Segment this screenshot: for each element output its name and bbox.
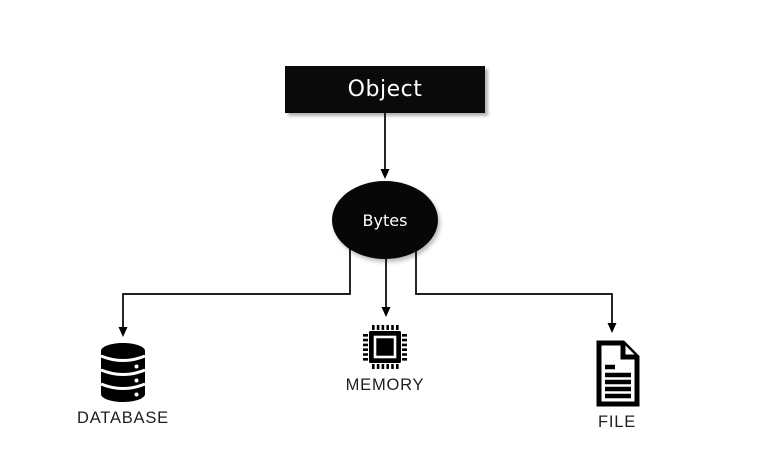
arrowhead-bytes-to-file [607,323,617,333]
target-file-label: FILE [597,413,637,431]
memory-chip-icon [363,325,407,369]
target-database: DATABASE [50,342,196,428]
target-memory: MEMORY [315,321,455,395]
node-bytes: Bytes [332,181,438,259]
node-object-label: Object [347,77,423,102]
target-memory-label: MEMORY [345,376,425,394]
node-bytes-label: Bytes [362,210,408,230]
arrowhead-bytes-to-database [118,327,128,337]
database-icon [100,343,146,402]
edge-bytes-to-file [415,244,613,324]
arrowhead-object-to-bytes [380,169,390,179]
target-database-label: DATABASE [77,409,169,427]
arrowhead-bytes-to-memory [381,307,391,317]
file-document-icon [596,340,640,407]
target-file: FILE [557,340,677,432]
edge-bytes-to-database [122,244,351,328]
node-object: Object [285,66,485,113]
